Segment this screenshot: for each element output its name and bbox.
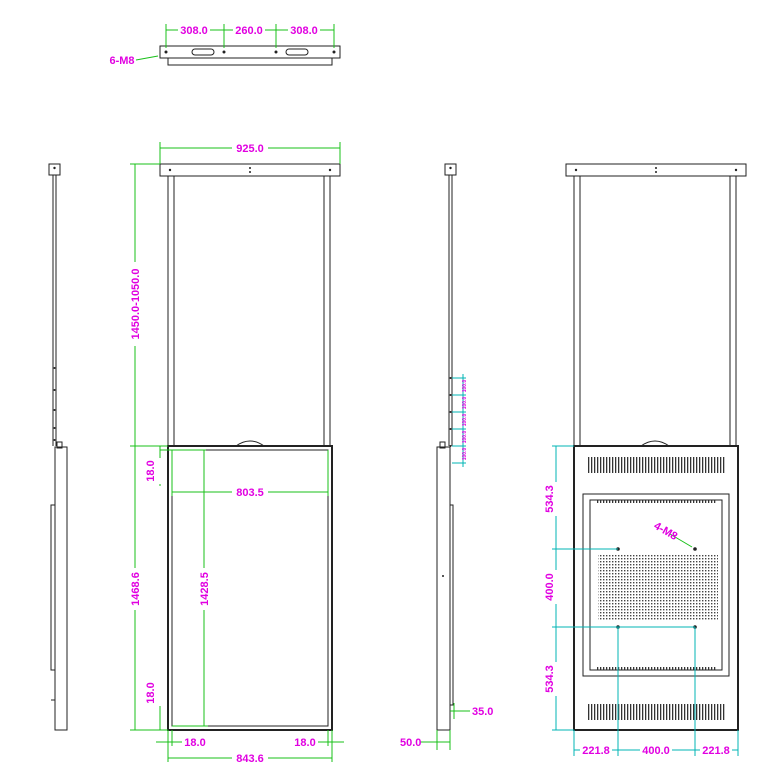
rear-hdim-right: 221.8 xyxy=(702,745,730,757)
front-border-bottom: 18.0 xyxy=(145,682,157,703)
side-hole-step-2: 100.0 xyxy=(462,397,468,410)
top-slot-left xyxy=(191,48,215,56)
top-slot-right xyxy=(285,48,309,56)
front-inner-height: 1428.5 xyxy=(199,572,211,606)
rear-vdim-bottom: 534.3 xyxy=(544,665,556,693)
right-side-view: 100.0 100.0 100.0 100.0 100.0 35.0 50.0 xyxy=(400,163,493,750)
side-depth-bottom: 50.0 xyxy=(400,737,421,749)
side-hole-step-5: 100.0 xyxy=(462,448,468,461)
rear-pole-right xyxy=(729,175,737,447)
rear-bottom-vent xyxy=(587,704,725,720)
top-callout-6-m8: 6-M8 xyxy=(109,55,134,67)
side-hole-step-1: 100.0 xyxy=(462,380,468,393)
rear-hdim-left: 221.8 xyxy=(582,745,610,757)
top-bracket-lip xyxy=(167,57,333,66)
front-panel-width: 843.6 xyxy=(236,753,264,765)
right-panel-body xyxy=(436,446,451,731)
side-hole-step-3: 100.0 xyxy=(462,414,468,427)
front-view: 925.0 1450.0-1050.0 1468.6 18.0 803.5 14… xyxy=(128,141,344,765)
front-panel xyxy=(167,445,333,731)
right-mount-cap xyxy=(444,163,457,176)
front-width-top: 925.0 xyxy=(236,143,264,155)
rear-vdim-top: 534.3 xyxy=(544,485,556,513)
top-dim-left: 308.0 xyxy=(180,25,208,37)
top-dim-mid: 260.0 xyxy=(235,25,263,37)
rear-pole-left xyxy=(573,175,581,447)
rear-top-bracket xyxy=(565,163,747,177)
side-depth-top: 35.0 xyxy=(472,706,493,718)
front-border-top: 18.0 xyxy=(145,460,157,481)
top-dim-right: 308.0 xyxy=(290,25,318,37)
front-pole-left xyxy=(167,175,175,447)
rear-grille xyxy=(598,554,718,620)
rear-top-vent xyxy=(587,457,725,473)
front-display-area xyxy=(171,449,329,727)
front-panel-height: 1468.6 xyxy=(130,572,142,606)
rear-vdim-mid: 400.0 xyxy=(544,573,556,601)
front-border-right: 18.0 xyxy=(294,737,315,749)
front-height-range: 1450.0-1050.0 xyxy=(130,269,142,340)
top-view: 308.0 260.0 308.0 6-M8 xyxy=(109,23,341,67)
top-bracket xyxy=(159,45,341,59)
left-side-view xyxy=(48,163,68,731)
left-mount-cap xyxy=(48,163,61,176)
side-hole-step-4: 100.0 xyxy=(462,431,468,444)
left-panel-body xyxy=(54,446,68,731)
rear-panel xyxy=(573,445,739,731)
front-border-left: 18.0 xyxy=(184,737,205,749)
rear-inner-housing xyxy=(582,493,730,677)
front-inner-width: 803.5 xyxy=(236,487,264,499)
rear-hdim-mid: 400.0 xyxy=(642,745,670,757)
front-top-bracket xyxy=(159,163,341,177)
rear-view: 4-M8 534.3 400.0 534.3 221.8 400.0 221.8 xyxy=(544,163,747,757)
rear-callout-4-m8: 4-M8 xyxy=(652,520,680,543)
front-pole-right xyxy=(323,175,331,447)
